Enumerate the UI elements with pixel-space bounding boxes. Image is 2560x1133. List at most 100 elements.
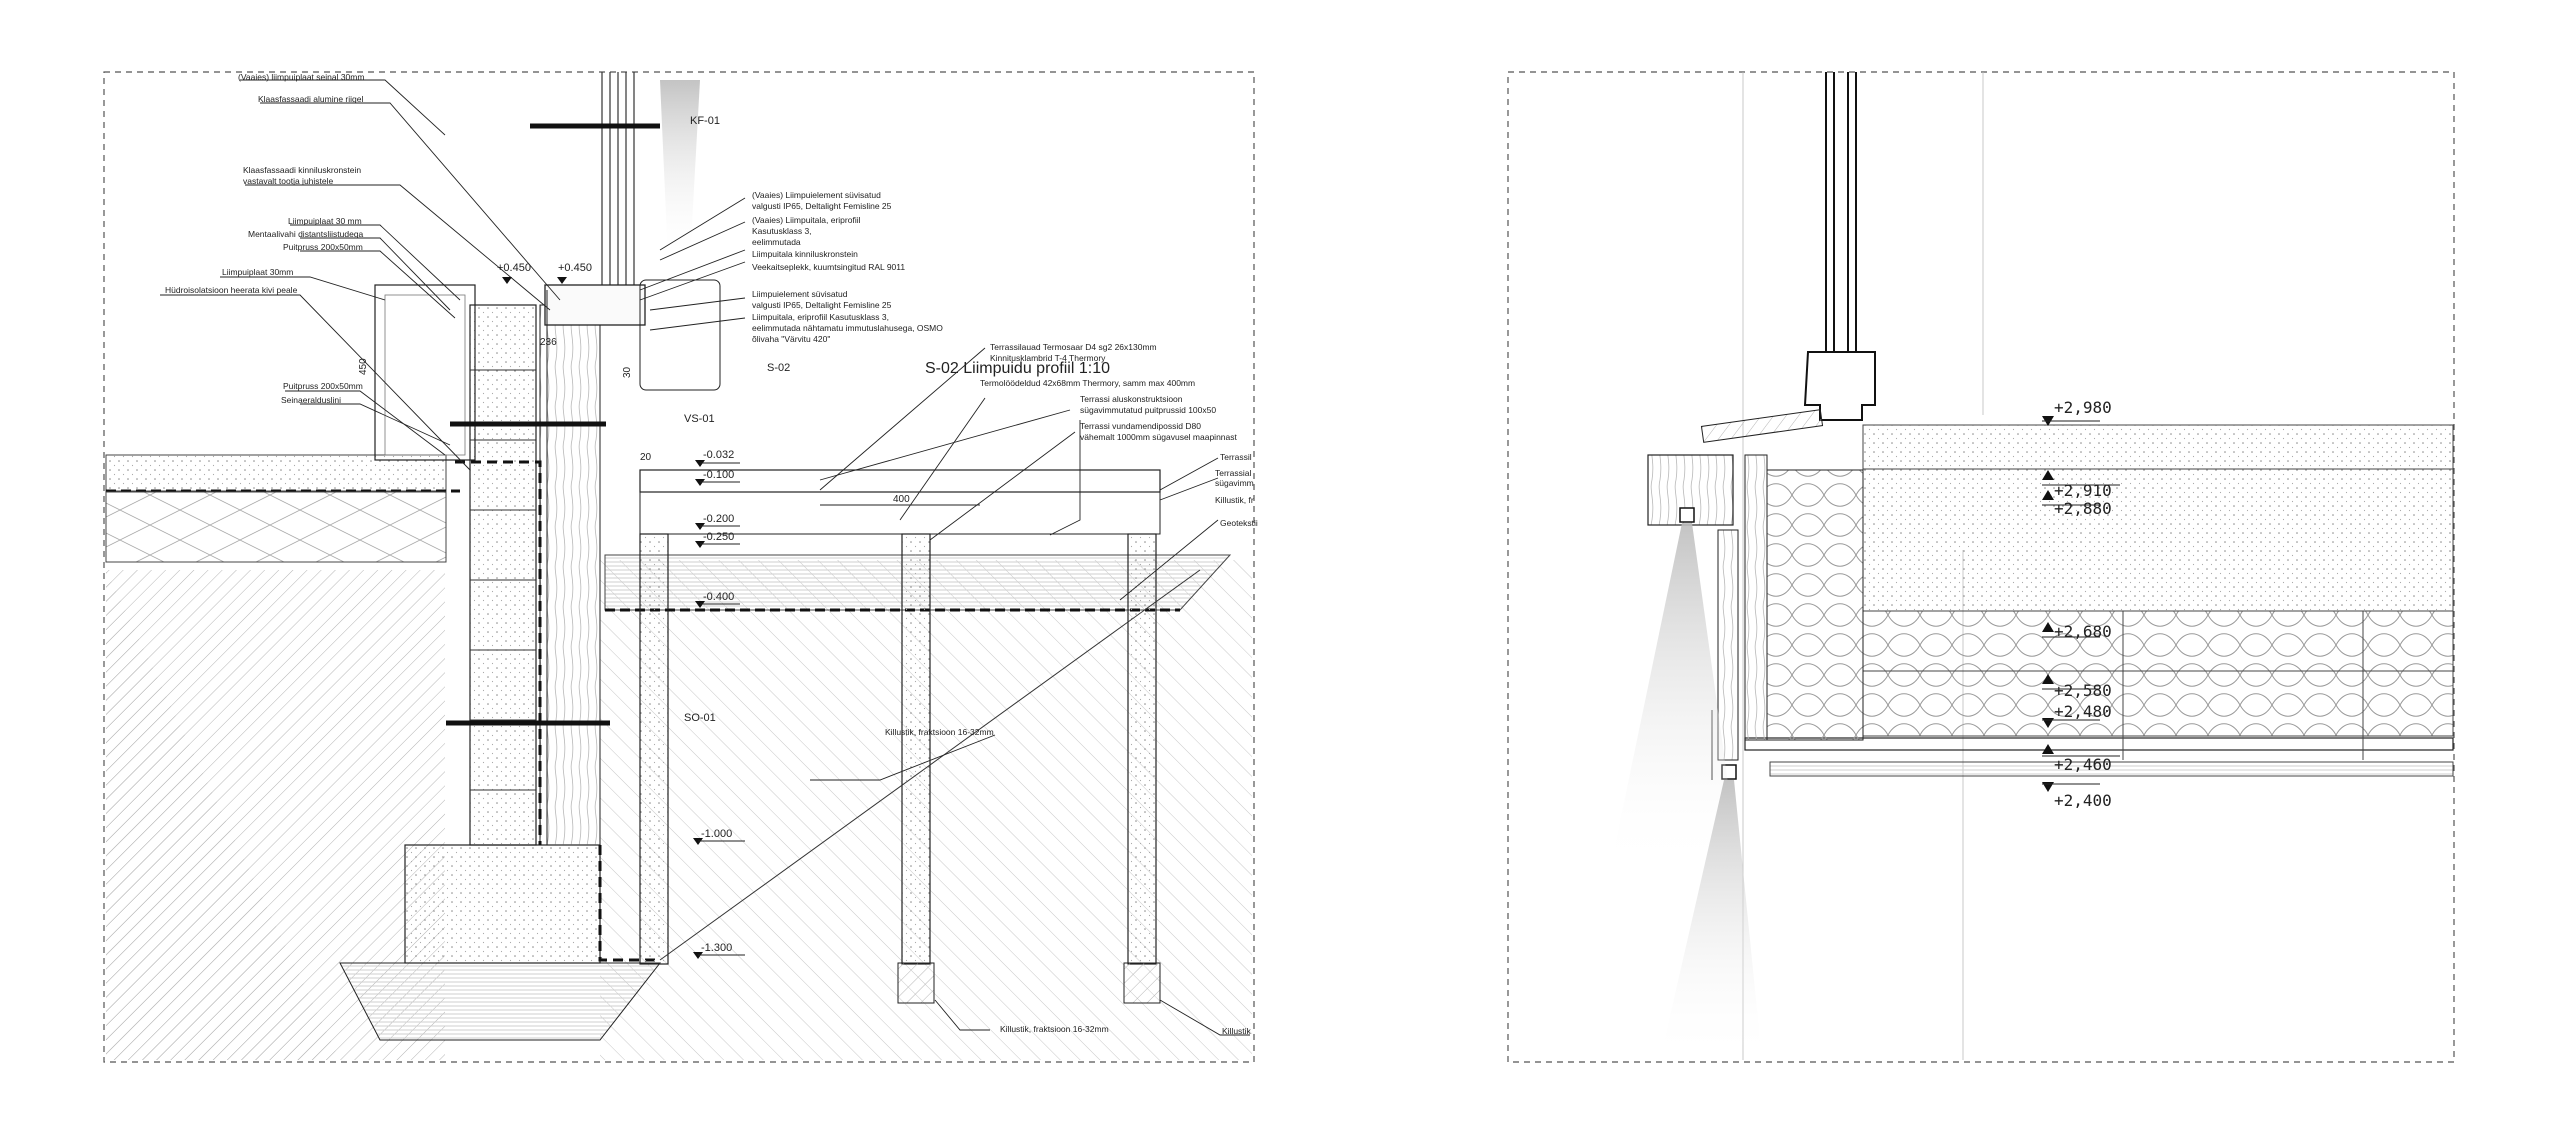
- label-r25: Killustik, fraktsioon 16-32mm: [885, 727, 994, 737]
- label-r9: valgusti IP65, Deltalight Femisline 25: [752, 300, 892, 310]
- label-l3: Klaasfassaadi kinniluskronstein: [243, 165, 361, 175]
- label-r10: Liimpuitala, eriprofiil Kasutusklass 3,: [752, 312, 889, 322]
- upper-wall-inner: [384, 294, 466, 456]
- terrace-joist: [639, 491, 1161, 535]
- dim-20: 20: [640, 452, 652, 463]
- slab-screed: [1862, 468, 2454, 612]
- window-profile: [1825, 72, 1857, 352]
- dim-236: 236: [540, 337, 557, 348]
- label-l6: Mentaalivahi distantsliistudega: [248, 229, 364, 239]
- label-r2: valgusti IP65, Deltalight Femisline 25: [752, 201, 892, 211]
- level-m200: -0.200: [703, 513, 734, 525]
- label-l11: Seinaeralduslini: [281, 395, 341, 405]
- waterproofing-line-2: [598, 845, 660, 962]
- right-detail: +2,980 +2,910 +2,880 +2,680 +2,580 +2,48…: [1507, 71, 2455, 1063]
- gravel-slope-line: [659, 569, 1201, 961]
- slab-bottom-strip: [1744, 737, 2454, 751]
- level-m032: -0.032: [703, 449, 734, 461]
- floor-insulation: [105, 491, 447, 563]
- block-joints: [470, 369, 536, 791]
- slab-insulation: [1862, 610, 2454, 737]
- leader-lines: [160, 79, 1250, 1036]
- right-level-markers: [2042, 416, 2054, 792]
- drawing-title: S-02 Liimpuidu profiil 1:10: [925, 360, 1110, 377]
- tag-so01: SO-01: [684, 712, 716, 724]
- level-m100: -0.100: [703, 469, 734, 481]
- label-r20: Terrassil: [1220, 452, 1252, 462]
- light-beam-upper: [1610, 523, 1740, 870]
- waterproofing-line: [455, 460, 542, 845]
- label-r18: Terrassi vundamendipossid D80: [1080, 421, 1201, 431]
- rlevel-2910: +2,910: [2054, 481, 2112, 500]
- wall-insulation-right: [1766, 469, 1864, 741]
- dim-450: 450: [358, 358, 369, 375]
- label-r6: Liimpuitala kinniluskronstein: [752, 249, 858, 259]
- label-l5: Liimpuiplaat 30 mm: [288, 216, 362, 226]
- tag-kf01: KF-01: [690, 115, 720, 127]
- level-p450a: +0.450: [497, 262, 531, 274]
- level-m1300: -1.300: [701, 942, 732, 954]
- level-m1000: -1.000: [701, 828, 732, 840]
- light-beam-lower: [1660, 780, 1762, 1060]
- foundation-gravel: [339, 962, 662, 1041]
- label-r22: sügavimm: [1215, 478, 1254, 488]
- label-r24: Geotekstii: [1220, 518, 1258, 528]
- slab-partitions: [2122, 611, 2364, 760]
- block-wall: [469, 304, 537, 846]
- label-r14: Kinnitusklambrid T-4 Thermory: [990, 353, 1106, 363]
- label-r26: Killustik, fraktsioon 16-32mm: [1000, 1024, 1109, 1034]
- led-strip-top: [1679, 507, 1695, 523]
- sill-flashing: [1700, 409, 1824, 443]
- dim-400: 400: [893, 494, 910, 505]
- label-r1: (Vaaies) Liimpuielement süvisatud: [752, 190, 881, 200]
- label-l9: Hüdroisolatsioon heerata kivi peale: [165, 285, 298, 295]
- rlevel-2580: +2,580: [2054, 681, 2112, 700]
- right-level-underlines: [2042, 420, 2120, 785]
- rlevel-2480: +2,480: [2054, 702, 2112, 721]
- label-r11: eelimmutada nähtamatu immutuslahusega, O…: [752, 323, 943, 333]
- glass-mullions: [601, 72, 635, 300]
- label-r5: eelimmutada: [752, 237, 801, 247]
- post-footing-1: [897, 962, 935, 1004]
- label-r21: Terrassial: [1215, 468, 1251, 478]
- label-r19: vähemalt 1000mm sügavusel maapinnast: [1080, 432, 1238, 442]
- label-l4: vastavalt tootja juhistele: [243, 176, 334, 186]
- label-r3: (Vaaies) Liimpuitala, eriprofiil: [752, 215, 861, 225]
- left-detail: +0.450 +0.450 -0.032 -0.100 -0.200 -0.25…: [103, 71, 1258, 1063]
- label-r7: Veekaitseplekk, kuumtsingitud RAL 9011: [752, 262, 905, 272]
- level-m250: -0.250: [703, 531, 734, 543]
- label-r4: Kasutusklass 3,: [752, 226, 812, 236]
- label-r12: õlivaha "Värvitu 420": [752, 334, 830, 344]
- tag-vs01: VS-01: [684, 413, 715, 425]
- level-p450b: +0.450: [558, 262, 592, 274]
- glulam-beam-box: [639, 279, 721, 391]
- label-l10: Puitpruss 200x50mm: [283, 381, 363, 391]
- left-frame: [103, 71, 1255, 1063]
- label-r15: Termolöödeldud 42x68mm Thermory, samm ma…: [980, 378, 1195, 388]
- level-underlines: [698, 462, 980, 956]
- rlevel-2400: +2,400: [2054, 791, 2112, 810]
- label-r17: sügavimmutatud puitprussid 100x50: [1080, 405, 1216, 415]
- rlevel-2680: +2,680: [2054, 622, 2112, 641]
- label-r16: Terrassi aluskonstruktsioon: [1080, 394, 1183, 404]
- post-footing-2: [1123, 962, 1161, 1004]
- slab-tiles: [1769, 761, 2454, 777]
- wall-outer-board: [1717, 529, 1739, 761]
- label-r13: Terrassilauad Termosaar D4 sg2 26x130mm: [990, 342, 1157, 352]
- right-frame: [1507, 71, 2455, 1063]
- level-markers: [502, 277, 705, 959]
- tag-s02: S-02: [767, 362, 790, 374]
- foundation-block: [404, 844, 601, 964]
- rlevel-2460: +2,460: [2054, 755, 2112, 774]
- label-r23: Killustik, fr: [1215, 495, 1254, 505]
- rlevel-2980: +2,980: [2054, 398, 2112, 417]
- label-l2: Klaasfassaadi alumine riigel: [258, 94, 363, 104]
- label-r8: Liimpuielement süvisatud: [752, 289, 848, 299]
- rlevel-2880: +2,880: [2054, 499, 2112, 518]
- window-sill: [544, 284, 646, 326]
- light-beam-top: [660, 80, 700, 260]
- label-l7: Puitpruss 200x50mm: [283, 242, 363, 252]
- wall-board-right: [1744, 454, 1768, 741]
- wall-insulation: [539, 304, 601, 846]
